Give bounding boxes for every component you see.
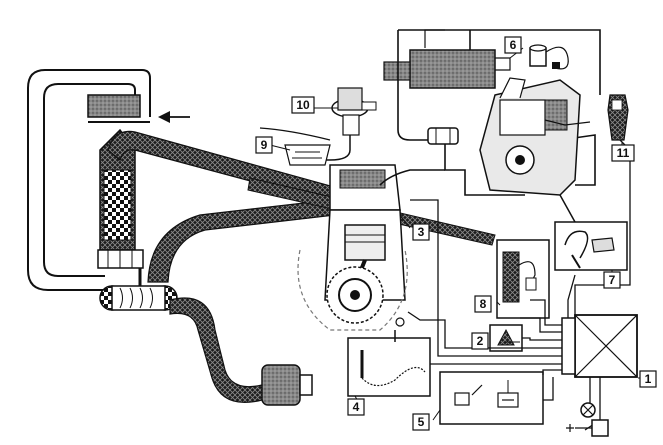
callout-5: 5 [412,413,430,431]
callout-11-label: 11 [617,146,630,160]
wiring-harness [407,139,631,431]
air-flow-arrow [158,111,190,123]
temperature-sensor-box [489,324,523,352]
crankshaft-sensor-box [347,317,431,397]
callout-10-label: 10 [296,98,310,112]
callout-1-label: 1 [645,372,652,386]
mass-airflow-sensor-box [496,239,550,319]
callout-3-label: 3 [418,225,425,239]
callout-8: 8 [474,295,492,313]
callout-1: 1 [639,370,657,388]
callout-3: 3 [412,223,430,241]
air-intake-duct [27,69,151,291]
callout-4: 4 [347,398,365,416]
exhaust-manifold-pipe [147,199,336,283]
coolant-temp-sensor [607,94,629,141]
fuel-filter [427,127,459,145]
callout-7: 7 [603,271,621,289]
callout-11: 11 [611,144,635,162]
callout-9-label: 9 [261,138,268,152]
callout-2-label: 2 [477,334,484,348]
intercooler [99,128,136,251]
callout-9: 9 [255,136,273,154]
callout-6-label: 6 [510,38,517,52]
glow-relay-box [439,371,544,425]
battery-symbol [566,402,609,437]
callout-8-label: 8 [480,297,487,311]
fuel-shutoff-solenoid [529,44,569,70]
exhaust-downpipe [169,297,313,406]
fuel-tank [383,29,511,89]
callout-10: 10 [291,96,315,114]
intake-connector [259,127,331,166]
egr-valve [300,87,377,161]
injection-pump [479,77,591,196]
needle-lift-sensor-box [554,194,628,271]
callout-5-label: 5 [418,415,425,429]
ecu-control-unit [561,314,638,378]
callout-2: 2 [471,332,489,350]
callout-6: 6 [504,36,522,54]
engine-block [297,164,408,331]
callout-7-label: 7 [609,273,616,287]
callout-4-label: 4 [353,400,360,414]
